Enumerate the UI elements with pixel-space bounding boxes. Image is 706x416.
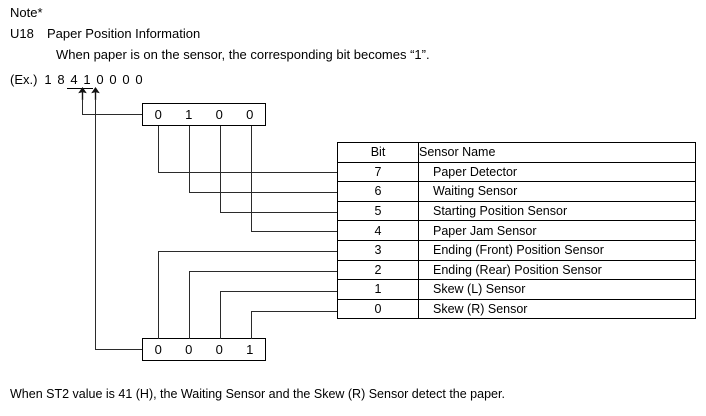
upper-nibble-box: 0 1 0 0	[142, 103, 266, 126]
arrow-up-icon-lower-nibble	[91, 87, 100, 100]
upper-nibble-bit-5: 0	[215, 107, 223, 122]
lower-nibble-bit-0: 1	[246, 342, 254, 357]
wire-bit6-vertical	[189, 126, 191, 193]
upper-nibble-bit-7: 0	[154, 107, 162, 122]
lower-nibble-bit-3: 0	[154, 342, 162, 357]
cell-bit: 2	[337, 259, 419, 281]
example-digit-3-highlighted: 1	[80, 72, 94, 89]
wire-bit0-vertical	[251, 311, 253, 339]
wire-bit0-horizontal	[251, 311, 338, 313]
table-row: 0 Skew (R) Sensor	[337, 298, 696, 320]
wire-upper-nibble-to-box	[82, 114, 143, 116]
table-row: 7 Paper Detector	[337, 161, 696, 183]
cell-sensor: Ending (Front) Position Sensor	[418, 239, 696, 261]
wire-lower-nibble-to-box	[95, 349, 143, 351]
example-digit-7: 0	[135, 72, 143, 87]
upper-nibble-bit-6: 1	[185, 107, 193, 122]
cell-sensor: Skew (L) Sensor	[418, 279, 696, 300]
wire-bit3-horizontal	[158, 251, 338, 253]
cell-bit: 0	[337, 298, 419, 320]
cell-sensor: Waiting Sensor	[418, 181, 696, 202]
wire-bit5-horizontal	[220, 212, 338, 214]
cell-sensor: Paper Detector	[418, 161, 696, 183]
table-row: 2 Ending (Rear) Position Sensor	[337, 259, 696, 281]
table-row: 6 Waiting Sensor	[337, 181, 696, 202]
table-row: 1 Skew (L) Sensor	[337, 279, 696, 300]
cell-bit: 7	[337, 161, 419, 183]
u18-description-text: When paper is on the sensor, the corresp…	[56, 47, 430, 62]
wire-bit5-vertical	[220, 126, 222, 213]
column-header-bit: Bit	[337, 142, 419, 163]
example-digit-5: 0	[109, 72, 117, 87]
arrow-up-icon-upper-nibble	[78, 87, 87, 100]
cell-bit: 5	[337, 200, 419, 222]
cell-sensor: Paper Jam Sensor	[418, 220, 696, 241]
sensor-table: Bit Sensor Name 7 Paper Detector 6 Waiti…	[337, 142, 696, 320]
cell-bit: 4	[337, 220, 419, 241]
cell-bit: 6	[337, 181, 419, 202]
example-digit-6: 0	[122, 72, 130, 87]
wire-bit2-vertical	[189, 271, 191, 339]
upper-nibble-bit-4: 0	[246, 107, 254, 122]
column-header-sensor: Sensor Name	[418, 142, 696, 163]
u18-title-label: Paper Position Information	[47, 26, 201, 41]
wire-bit3-vertical	[158, 251, 160, 339]
wire-bit1-horizontal	[220, 291, 338, 293]
example-prefix: (Ex.)	[10, 72, 38, 87]
cell-sensor: Starting Position Sensor	[418, 200, 696, 222]
lower-nibble-bit-1: 0	[215, 342, 223, 357]
wire-bit4-vertical	[251, 126, 253, 232]
u18-code-label: U18	[10, 26, 34, 41]
wire-bit2-horizontal	[189, 271, 338, 273]
lower-nibble-box: 0 0 0 1	[142, 338, 266, 361]
table-row: 4 Paper Jam Sensor	[337, 220, 696, 241]
wire-bit6-horizontal	[189, 192, 338, 194]
table-header-row: Bit Sensor Name	[337, 142, 696, 163]
cell-sensor: Skew (R) Sensor	[418, 298, 696, 320]
note-label: Note*	[10, 5, 43, 20]
wire-upper-nibble-stem	[82, 99, 84, 115]
table-row: 5 Starting Position Sensor	[337, 200, 696, 222]
cell-bit: 1	[337, 279, 419, 300]
footer-note-text: When ST2 value is 41 (H), the Waiting Se…	[10, 387, 505, 401]
wire-bit7-vertical	[158, 126, 160, 173]
wire-bit4-horizontal	[251, 231, 338, 233]
example-digit-4: 0	[96, 72, 104, 87]
wire-bit1-vertical	[220, 291, 222, 339]
example-digit-1: 8	[57, 72, 65, 87]
cell-bit: 3	[337, 239, 419, 261]
table-row: 3 Ending (Front) Position Sensor	[337, 239, 696, 261]
example-digit-0: 1	[44, 72, 52, 87]
lower-nibble-bit-2: 0	[185, 342, 193, 357]
example-digit-2-highlighted: 4	[67, 72, 81, 89]
wire-bit7-horizontal	[158, 172, 338, 174]
wire-lower-nibble-stem	[95, 99, 97, 350]
cell-sensor: Ending (Rear) Position Sensor	[418, 259, 696, 281]
